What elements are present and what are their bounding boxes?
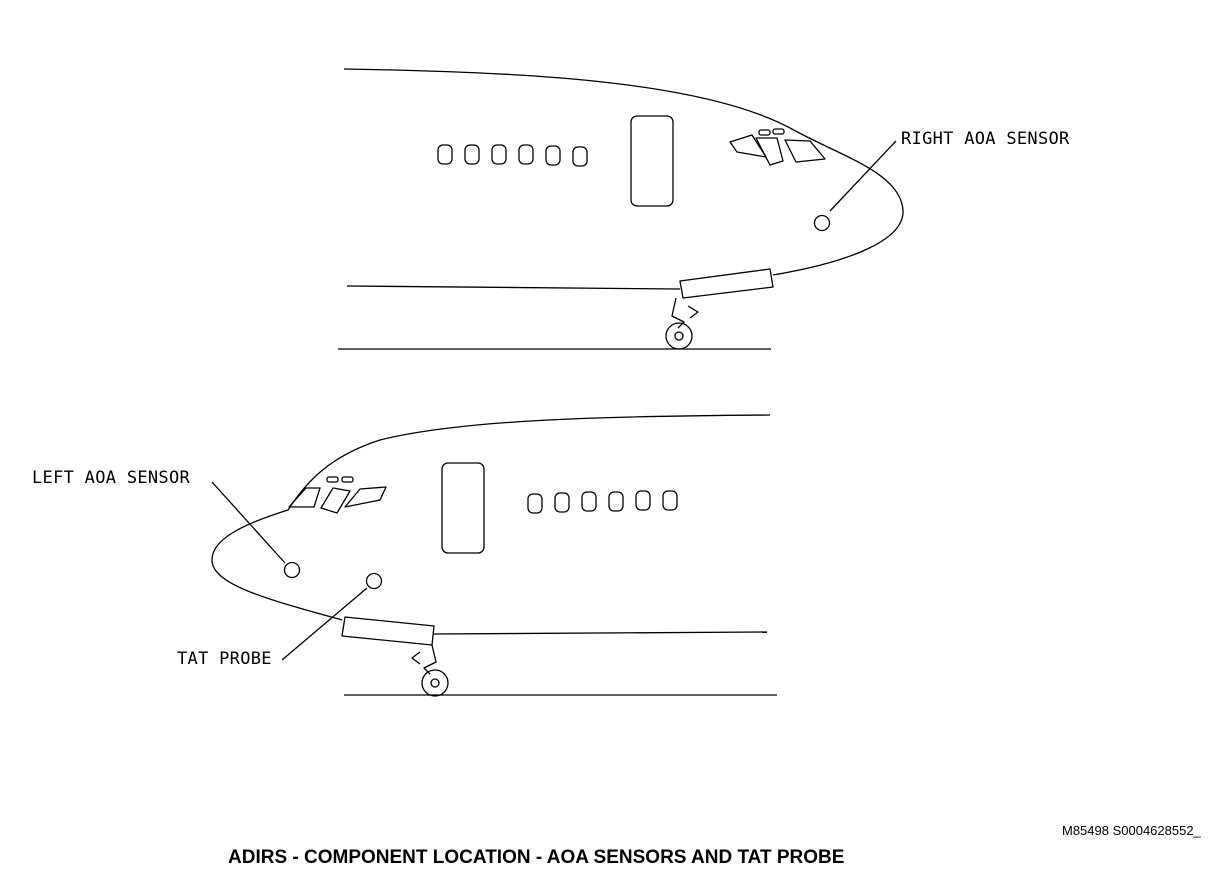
window [662,490,678,511]
tat-probe-leader [281,587,368,661]
passenger-windows [527,490,678,514]
nose-gear-door [679,268,774,299]
left-aoa-sensor [283,561,301,579]
fuselage-belly [346,285,681,290]
window [608,491,624,512]
passenger-door [441,462,485,554]
fuselage-outline [211,414,771,621]
window [581,491,597,512]
window [635,490,651,511]
drawing-reference-id: M85498 S0004628552_ [1062,823,1201,838]
nose-landing-gear [411,644,449,697]
figure-caption: ADIRS - COMPONENT LOCATION - AOA SENSORS… [228,847,845,868]
right-aoa-sensor [813,214,831,232]
fuselage-outline [343,68,904,276]
window [518,144,534,165]
fuselage-belly [432,631,768,635]
right-aoa-sensor-label: RIGHT AOA SENSOR [901,129,1070,149]
window [437,144,453,165]
nose-gear-door [341,616,435,646]
cockpit-windows [729,128,826,166]
passenger-door [630,115,674,207]
nose-landing-gear [665,297,699,350]
passenger-windows [437,144,588,167]
tat-probe [365,572,383,590]
left-side-view [211,414,777,697]
left-aoa-leader [211,481,286,564]
window [554,492,570,513]
tat-probe-label: TAT PROBE [177,649,272,669]
window [464,144,480,165]
window [491,144,507,165]
left-aoa-sensor-label: LEFT AOA SENSOR [32,468,191,488]
right-side-view [338,68,904,350]
window [527,493,543,514]
window [545,145,561,166]
right-aoa-leader [829,140,897,212]
window [572,146,588,167]
cockpit-windows [288,476,387,514]
